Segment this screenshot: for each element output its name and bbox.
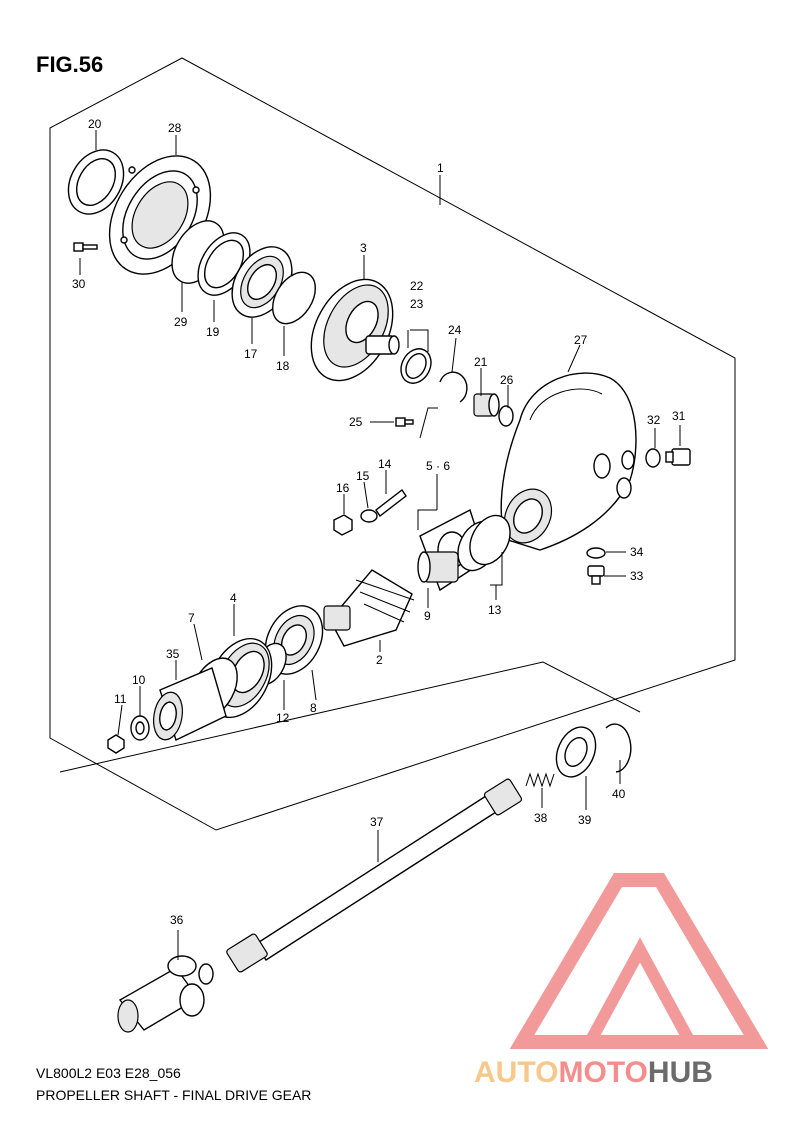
- diagram-caption: PROPELLER SHAFT - FINAL DRIVE GEAR: [36, 1087, 311, 1103]
- label-7: 7: [188, 611, 195, 625]
- part-bolt-30: [73, 242, 98, 252]
- label-27: 27: [574, 333, 588, 347]
- part-ring-gear-3: [310, 278, 400, 382]
- label-38: 38: [534, 811, 548, 825]
- label-5-6: 5 · 6: [426, 459, 450, 473]
- watermark-hub: HUB: [648, 1056, 713, 1089]
- part-drain-plug-33: [587, 565, 605, 585]
- assembly-boundary-lower: [59, 661, 641, 773]
- label-9: 9: [424, 609, 431, 623]
- label-17: 17: [244, 347, 258, 361]
- part-circlip-24: [439, 371, 468, 403]
- label-12: 12: [276, 711, 290, 725]
- part-shim-22-23: [400, 348, 432, 384]
- watermark-logo: AUTOMOTOHUB: [474, 873, 769, 1089]
- part-bearing-housing-9: [417, 551, 459, 583]
- part-gasket-32: [645, 448, 661, 468]
- part-stud-14: [375, 488, 407, 518]
- part-seat-39: [555, 726, 597, 778]
- label-28: 28: [168, 121, 182, 135]
- label-30: 30: [72, 277, 86, 291]
- label-4: 4: [230, 591, 237, 605]
- label-39: 39: [578, 813, 592, 827]
- label-37: 37: [370, 815, 384, 829]
- part-coupling-35: [152, 667, 227, 741]
- label-24: 24: [448, 323, 462, 337]
- label-11: 11: [114, 692, 127, 706]
- label-26: 26: [500, 373, 514, 387]
- label-16: 16: [336, 481, 350, 495]
- label-1: 1: [437, 161, 444, 175]
- part-washer-10: [130, 715, 150, 741]
- part-plug-31: [665, 448, 691, 466]
- part-oil-seal-20: [67, 149, 125, 215]
- label-2: 2: [376, 653, 383, 667]
- figure-title: FIG.56: [36, 52, 103, 77]
- label-15: 15: [356, 469, 370, 483]
- model-code: VL800L2 E03 E28_056: [36, 1065, 181, 1081]
- label-8: 8: [310, 701, 317, 715]
- label-18: 18: [276, 359, 290, 373]
- label-19: 19: [206, 325, 220, 339]
- part-final-gear-case-27: [500, 372, 637, 551]
- label-35: 35: [166, 647, 180, 661]
- label-13: 13: [488, 603, 502, 617]
- part-washer-15: [360, 509, 378, 523]
- label-23: 23: [410, 297, 424, 311]
- watermark-text: AUTOMOTOHUB: [474, 1056, 713, 1089]
- part-circlip-40: [605, 723, 632, 773]
- leader-lines: [79, 130, 681, 960]
- label-29: 29: [174, 315, 188, 329]
- label-25: 25: [349, 415, 363, 429]
- part-labels: 20 28 1 30 29 19 17 18 3 22 23 24 21 26 …: [72, 117, 686, 927]
- part-spring-38: [525, 772, 555, 788]
- assembly-boundary-upper: [49, 57, 736, 831]
- label-36: 36: [170, 913, 184, 927]
- watermark-triangle-inner: [579, 937, 701, 1048]
- label-32: 32: [647, 413, 661, 427]
- part-universal-joint-36: [117, 955, 214, 1033]
- label-40: 40: [612, 787, 626, 801]
- part-bolt-25: [395, 417, 414, 427]
- label-21: 21: [474, 355, 488, 369]
- watermark-moto: MOTO: [558, 1056, 647, 1089]
- part-o-ring-13: [457, 514, 511, 572]
- part-pinion-gear-2: [323, 569, 415, 647]
- label-31: 31: [672, 409, 686, 423]
- part-shim-18: [272, 271, 316, 325]
- part-gasket-34: [586, 547, 606, 559]
- label-3: 3: [360, 241, 367, 255]
- part-nut-11: [107, 734, 125, 754]
- label-22: 22: [410, 279, 424, 293]
- watermark-auto: AUTO: [474, 1056, 558, 1089]
- label-14: 14: [378, 457, 392, 471]
- part-o-ring-26: [498, 405, 514, 427]
- part-nut-16: [333, 514, 353, 536]
- label-34: 34: [630, 545, 644, 559]
- part-propeller-shaft-37: [226, 778, 523, 973]
- label-10: 10: [132, 673, 146, 687]
- label-33: 33: [630, 569, 644, 583]
- part-needle-bearing-21: [473, 393, 500, 417]
- label-20: 20: [88, 117, 102, 131]
